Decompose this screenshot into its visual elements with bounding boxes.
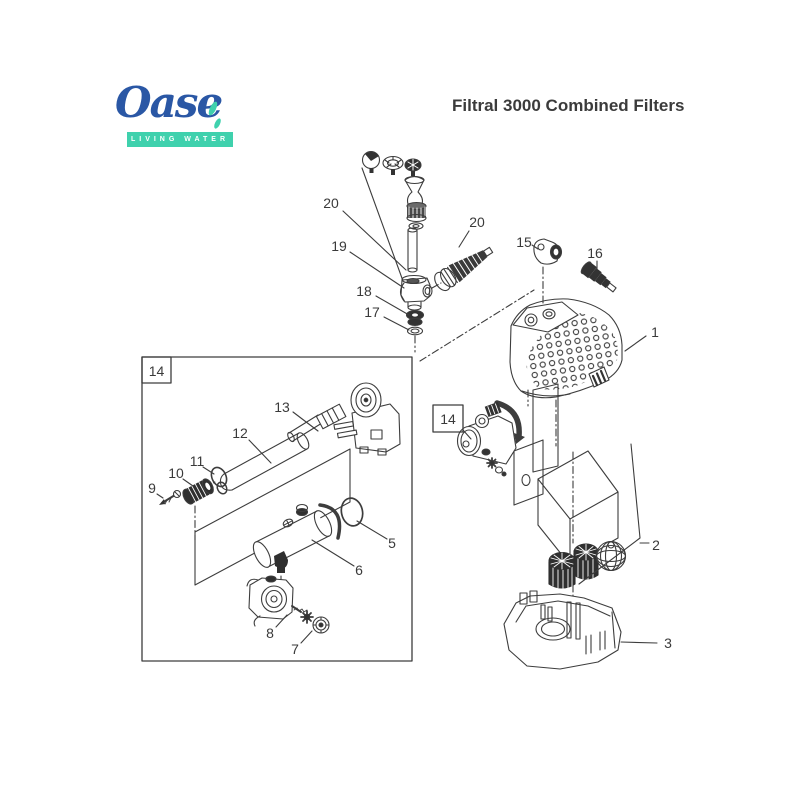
pump-unit-complete <box>456 383 559 506</box>
part-label-9: 9 <box>148 480 156 496</box>
filter-base-tray <box>503 590 622 670</box>
part-label-18: 18 <box>356 283 372 299</box>
part-label-15: 15 <box>516 234 532 250</box>
uvc-pump-group-box <box>141 356 413 662</box>
part-label-8: 8 <box>266 625 274 641</box>
logo-tagline: LIVING WATER <box>127 132 233 147</box>
mounting-panel <box>194 448 351 586</box>
screw <box>159 489 182 505</box>
diverter-nozzle <box>434 246 494 292</box>
part-label-14a: 14 <box>149 363 165 379</box>
part-label-6: 6 <box>355 562 363 578</box>
oase-logo: Oase LIVING WATER <box>115 82 235 150</box>
o-ring-small <box>210 466 228 488</box>
logo-brand-text: Oase <box>115 78 223 127</box>
uvc-housing <box>252 503 342 573</box>
pump-housing <box>246 575 294 627</box>
group-label-leader <box>462 429 472 440</box>
tee-connector <box>399 274 433 311</box>
hose-barb-adapter <box>580 261 617 293</box>
part-label-16: 16 <box>587 245 603 261</box>
part-label-2: 2 <box>652 537 660 553</box>
bio-media <box>548 540 627 590</box>
part-label-20b: 20 <box>469 214 485 230</box>
page-title: Filtral 3000 Combined Filters <box>452 96 685 115</box>
part-label-20a: 20 <box>323 195 339 211</box>
quartz-sleeve <box>216 432 310 495</box>
part-label-1: 1 <box>651 324 659 340</box>
bio-ball <box>595 540 627 572</box>
uv-lamp <box>287 403 347 443</box>
elbow-connector <box>533 238 563 265</box>
part-label-13: 13 <box>274 399 290 415</box>
part-label-12: 12 <box>232 425 248 441</box>
part-label-11: 11 <box>190 453 205 469</box>
part-label-17: 17 <box>364 304 380 320</box>
fountain-nozzle-assembly <box>361 150 427 273</box>
filter-cover <box>509 298 623 399</box>
part-label-3: 3 <box>664 635 672 651</box>
o-ring-large <box>340 497 364 527</box>
part-label-19: 19 <box>331 238 347 254</box>
sealing-washers <box>405 309 425 336</box>
part-label-14b: 14 <box>440 411 456 427</box>
part-label-10: 10 <box>168 465 184 481</box>
part-label-7: 7 <box>291 641 299 657</box>
uvc-power-unit <box>333 382 401 456</box>
knurled-nut <box>182 478 214 505</box>
part-label-5: 5 <box>388 535 396 551</box>
rotor-impeller <box>291 605 330 634</box>
group-label-box <box>432 404 464 433</box>
leader-lines <box>156 167 658 644</box>
group-bracket <box>578 443 650 585</box>
